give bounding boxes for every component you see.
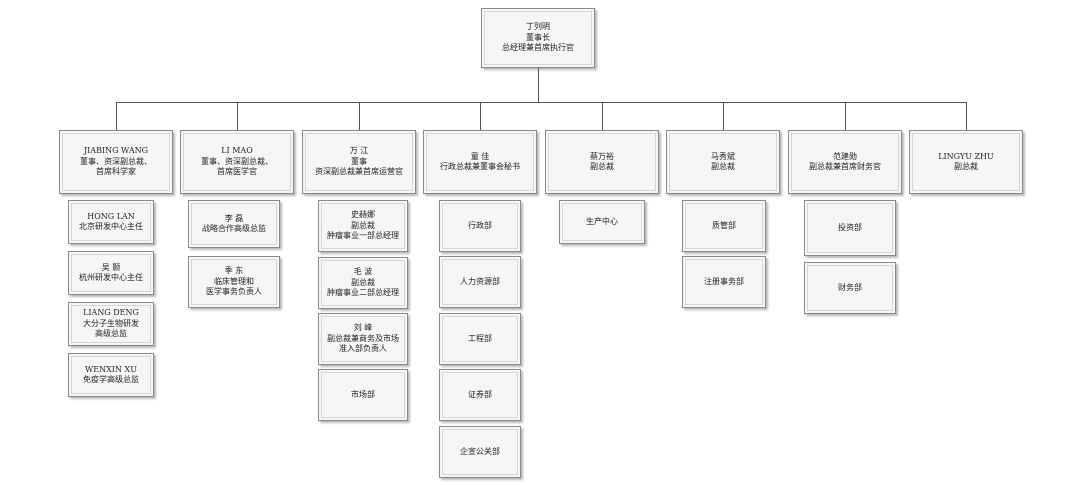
executive-line: JIABING WANG: [83, 146, 149, 156]
executive-box-fan-jianxun: 范建勋 副总裁兼首席财务官: [788, 130, 902, 194]
subordinate-box: 生产中心: [559, 200, 645, 244]
connector-line: [237, 102, 238, 130]
subordinate-line: 副总裁兼商务及市场: [327, 333, 399, 343]
subordinate-box: 李 磊 战略合作高级总监: [188, 200, 280, 248]
subordinate-line: 财务部: [838, 282, 862, 292]
executive-line: 行政总裁兼董事会秘书: [440, 162, 520, 171]
connector-line: [538, 68, 539, 102]
subordinate-line: 肿瘤事业二部总经理: [327, 288, 399, 298]
executive-box-jiabing-wang: JIABING WANG 董事、资深副总裁、 首席科学家: [59, 130, 173, 194]
executive-line: LINGYU ZHU: [938, 151, 994, 161]
subordinate-box: WENXIN XU 免疫学高级总监: [68, 353, 154, 397]
executive-box-li-mao: LI MAO 董事、资深副总裁、 首席医学官: [180, 130, 294, 194]
subordinate-line: 企宣公关部: [460, 446, 500, 456]
subordinate-line: 副总裁: [351, 277, 375, 287]
subordinate-line: WENXIN XU: [85, 364, 137, 374]
connector-line: [116, 102, 117, 130]
subordinate-line: 免疫学高级总监: [83, 375, 139, 384]
subordinate-line: 战略合作高级总监: [202, 224, 266, 233]
chairman-name: 丁列明: [526, 22, 550, 32]
subordinate-line: 工程部: [468, 333, 492, 343]
executive-line: 资深副总裁兼首席运营官: [315, 167, 403, 177]
subordinate-box: 企宣公关部: [439, 426, 521, 478]
connector-line: [845, 102, 846, 130]
subordinate-line: 准入部负责人: [339, 344, 387, 354]
executive-line: 董事、资深副总裁、: [201, 156, 273, 166]
subordinate-box: 投资部: [804, 200, 896, 256]
executive-line: 首席医学官: [217, 167, 257, 177]
subordinate-line: 李 磊: [224, 213, 244, 223]
subordinate-line: 刘 峰: [353, 323, 373, 333]
subordinate-box: 证券部: [439, 369, 521, 421]
executive-box-wan-jiang: 万 江 董事 资深副总裁兼首席运营官: [302, 130, 416, 194]
subordinate-line: 季 东: [224, 266, 244, 276]
executive-box-cai-wanyu: 蔡万裕 副总裁: [545, 130, 659, 194]
subordinate-box: 季 东 临床管理和 医学事务负责人: [188, 256, 280, 308]
subordinate-box: 吴 颢 杭州研发中心主任: [68, 251, 154, 295]
subordinate-box: 注册事务部: [682, 256, 766, 308]
subordinate-line: 投资部: [838, 222, 862, 232]
subordinate-line: 吴 颢: [101, 262, 121, 272]
subordinate-box: 行政部: [439, 200, 521, 252]
executive-line: 首席科学家: [96, 167, 136, 177]
connector-line: [359, 102, 360, 130]
executive-line: 董事: [351, 156, 367, 166]
subordinate-box: HONG LAN 北京研发中心主任: [68, 200, 154, 244]
subordinate-box: 人力资源部: [439, 256, 521, 308]
subordinate-line: HONG LAN: [87, 211, 135, 221]
executive-line: 万 江: [349, 146, 369, 156]
subordinate-line: 证券部: [468, 389, 492, 399]
subordinate-line: 医学事务负责人: [206, 287, 262, 297]
executive-line: 范建勋: [833, 151, 857, 161]
connector-bus: [116, 102, 966, 103]
subordinate-line: 高级总监: [95, 329, 127, 339]
executive-line: 副总裁: [711, 162, 735, 171]
subordinate-box: 质管部: [682, 200, 766, 252]
subordinate-line: 注册事务部: [704, 276, 744, 286]
executive-line: 马秀斌: [711, 151, 735, 161]
connector-line: [480, 102, 481, 130]
executive-line: LI MAO: [221, 146, 253, 156]
executive-line: 蔡万裕: [590, 151, 614, 161]
subordinate-line: 毛 波: [353, 267, 373, 277]
subordinate-box: 刘 峰 副总裁兼商务及市场 准入部负责人: [318, 313, 408, 365]
subordinate-line: 生产中心: [586, 216, 618, 226]
subordinate-box: 财务部: [804, 262, 896, 314]
chairman-box: 丁列明 董事长 总经理兼首席执行官: [481, 8, 595, 68]
subordinate-line: 肿瘤事业一部总经理: [327, 231, 399, 241]
subordinate-line: 人力资源部: [460, 276, 500, 286]
subordinate-line: LIANG DENG: [83, 308, 139, 318]
executive-box-ma-xiubin: 马秀斌 副总裁: [666, 130, 780, 194]
connector-line: [602, 102, 603, 130]
subordinate-line: 行政部: [468, 220, 492, 230]
executive-box-tong-jia: 童 佳 行政总裁兼董事会秘书: [423, 130, 537, 194]
executive-line: 童 佳: [470, 151, 490, 161]
executive-line: 副总裁兼首席财务官: [809, 162, 881, 171]
subordinate-box: LIANG DENG 大分子生物研发 高级总监: [68, 302, 154, 346]
executive-box-lingyu-zhu: LINGYU ZHU 副总裁: [909, 130, 1023, 194]
subordinate-line: 质管部: [712, 220, 736, 230]
subordinate-line: 大分子生物研发: [83, 318, 139, 328]
executive-line: 董事、资深副总裁、: [80, 156, 152, 166]
subordinate-box: 市场部: [318, 369, 408, 421]
subordinate-line: 市场部: [351, 389, 375, 399]
subordinate-line: 史赫娜: [351, 210, 375, 220]
connector-line: [966, 102, 967, 130]
executive-line: 副总裁: [590, 162, 614, 171]
subordinate-line: 临床管理和: [214, 276, 254, 286]
subordinate-line: 杭州研发中心主任: [79, 273, 143, 282]
executive-line: 副总裁: [954, 162, 978, 171]
connector-line: [723, 102, 724, 130]
chairman-title: 总经理兼首席执行官: [502, 43, 574, 53]
subordinate-box: 工程部: [439, 313, 521, 365]
subordinate-box: 毛 波 副总裁 肿瘤事业二部总经理: [318, 257, 408, 309]
subordinate-line: 副总裁: [351, 220, 375, 230]
subordinate-box: 史赫娜 副总裁 肿瘤事业一部总经理: [318, 200, 408, 252]
subordinate-line: 北京研发中心主任: [79, 222, 143, 231]
chairman-role: 董事长: [526, 32, 550, 42]
